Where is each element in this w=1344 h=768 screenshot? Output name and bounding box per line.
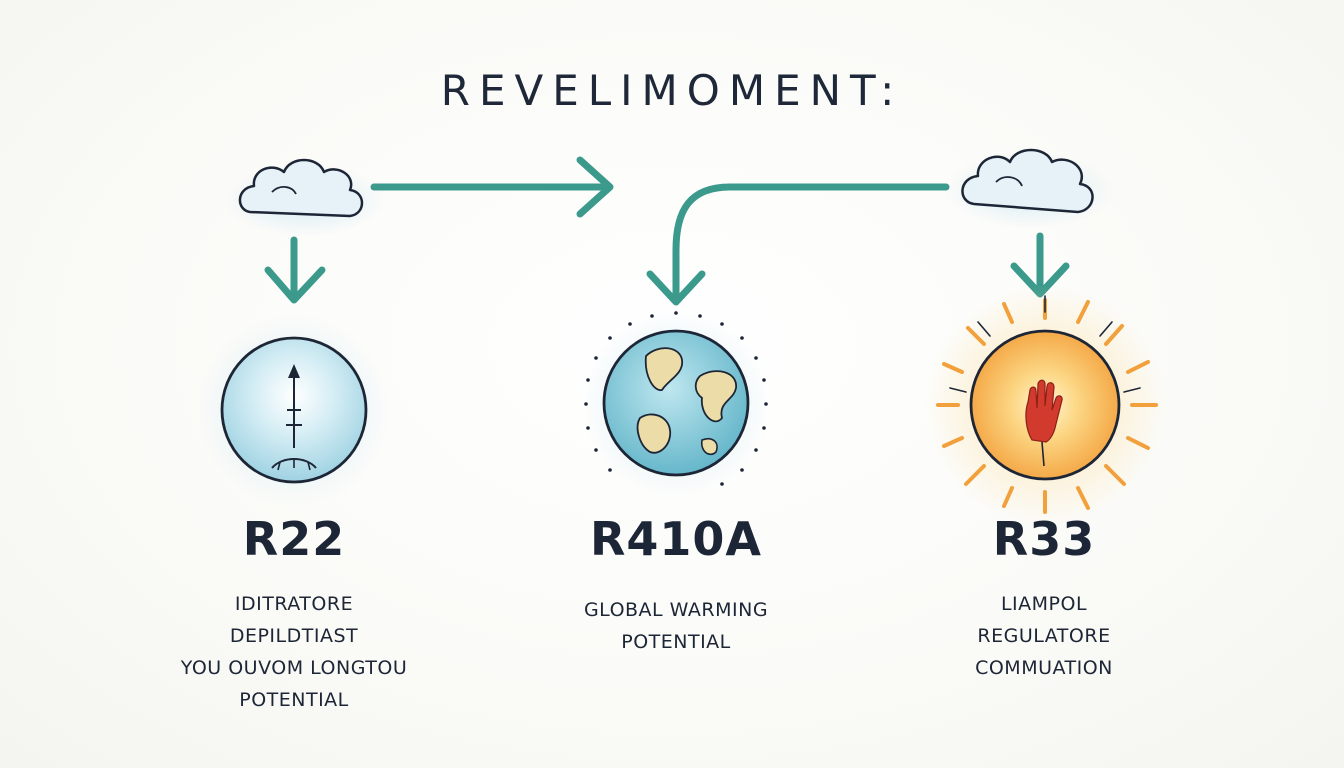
description-line: POTENTIAL xyxy=(239,689,349,711)
cloud-icon-left xyxy=(225,158,385,236)
node-label-r22: R22 xyxy=(242,512,346,566)
node-description-r410a: GLOBAL WARMING POTENTIAL xyxy=(526,594,826,658)
arrow-curve-to-center xyxy=(646,183,950,306)
earth-globe-icon xyxy=(582,309,770,497)
cloud-icon-right xyxy=(945,148,1115,228)
node-description-r22: IDITRATORE DEPILDTIAST YOU OUVOM LONGTOU… xyxy=(144,588,444,716)
node-label-r33: R33 xyxy=(992,512,1096,566)
gauge-sphere-icon xyxy=(198,314,390,506)
arrow-right-top xyxy=(370,156,614,218)
description-line: REGULATORE xyxy=(977,625,1111,647)
sun-hand-icon xyxy=(925,285,1165,525)
description-line: IDITRATORE xyxy=(234,593,354,615)
diagram-title: REVELIMOMENT: xyxy=(440,66,904,115)
description-line: YOU OUVOM LONGTOU xyxy=(180,657,408,679)
description-line: GLOBAL WARMING xyxy=(583,599,769,621)
node-label-r410a: R410A xyxy=(589,512,763,566)
description-line: LIAMPOL xyxy=(1000,593,1088,615)
description-line: POTENTIAL xyxy=(621,631,731,653)
description-line: DEPILDTIAST xyxy=(229,625,359,647)
node-description-r33: LIAMPOL REGULATORE COMMUATION xyxy=(894,588,1194,684)
description-line: COMMUATION xyxy=(975,657,1113,679)
arrow-down-left xyxy=(264,236,326,304)
